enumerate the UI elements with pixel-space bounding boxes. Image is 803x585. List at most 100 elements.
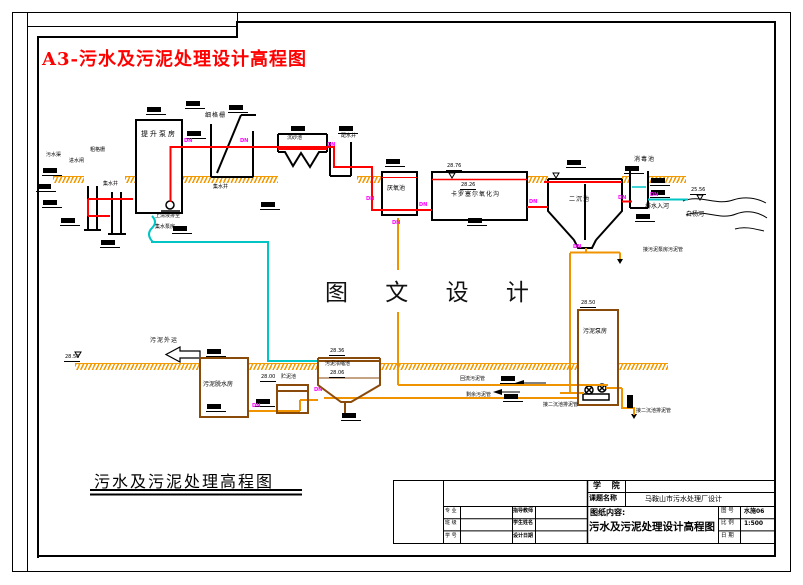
label-sludge-pump-house: 污泥泵房: [583, 328, 608, 335]
pipe-marker: DN: [650, 192, 659, 198]
pipe-marker: DN: [314, 387, 323, 393]
label-disinfection-tank: 消毒池: [634, 156, 656, 163]
elevation-marker: [341, 412, 361, 421]
elevation-text: 28.26: [460, 182, 477, 190]
supernatant-pipes-cyan: [148, 198, 688, 362]
elevation-marker: [627, 395, 633, 408]
ground-hatch-upper: [648, 176, 686, 183]
pipe-marker: DN: [252, 403, 261, 409]
elevation-marker: [172, 225, 192, 234]
section-heading: 污水及污泥处理高程图: [94, 472, 275, 491]
titleblock-content-label: 图纸内容:: [590, 508, 626, 517]
watermark-text: 图 文 设 计: [325, 280, 544, 306]
titleblock-scale-label: 比 例: [721, 520, 734, 526]
titleblock-figno-label: 图 号: [721, 508, 734, 514]
ground-hatch-upper: [527, 176, 548, 183]
pipe-marker: DN: [529, 199, 538, 205]
label-dist-well: 配水井: [341, 133, 357, 139]
label-haul-away: 污泥外运: [150, 337, 179, 344]
titleblock-col1-row2: 班 级: [445, 520, 457, 526]
label-grit-tank: 沉砂池: [287, 135, 303, 141]
elevation-text: 28.06: [329, 370, 346, 378]
elevation-text: 25.56: [690, 187, 707, 195]
elevation-marker: [206, 403, 226, 412]
label-supernatant-2: 集水泵房: [155, 224, 176, 230]
ground-hatch-upper: [357, 176, 382, 183]
elevation-marker: [650, 177, 670, 186]
label-secondary-clarifier: 二沉池: [569, 196, 591, 203]
elevation-marker: [100, 239, 120, 248]
pipe-marker: DN: [327, 142, 336, 148]
label-oxidation-ditch: 卡罗塞尔氧化沟: [451, 191, 501, 198]
title-block-grid: [393, 480, 775, 544]
ground-hatch-lower: [248, 363, 318, 370]
label-excess-sludge-pipe: 剩余污泥管: [466, 392, 492, 398]
titleblock-col2-row3: 设计日期: [513, 533, 534, 539]
titleblock-project-label: 课题名称: [589, 494, 617, 502]
elevation-marker: [467, 217, 487, 226]
pipe-marker: DN: [392, 220, 401, 226]
ground-hatch-upper: [53, 176, 84, 183]
elevation-marker: [228, 104, 248, 113]
titleblock-col2-row2: 学生姓名: [513, 520, 534, 526]
label-dewatering-house: 污泥脱水房: [203, 381, 234, 388]
label-inlet-gate: 进水闸: [69, 158, 85, 164]
sewage-pipes-red: [87, 146, 632, 217]
drawing-frame: [37, 21, 776, 558]
label-to-clarifier-pipe-1: 接二沉池排泥管: [543, 402, 579, 408]
elevation-marker: [186, 130, 206, 139]
ground-hatch-upper: [622, 176, 630, 183]
pipe-marker: DN: [184, 138, 193, 144]
elevation-text: 28.76: [446, 163, 463, 171]
elevation-marker: [260, 201, 280, 210]
river-waves: [682, 197, 768, 232]
elevation-marker: [60, 217, 80, 226]
ground-hatch-lower: [75, 363, 200, 370]
label-sewer-channel: 污水渠: [46, 152, 62, 158]
elevation-marker: [500, 375, 520, 384]
label-fine-screen: 细格栅: [205, 112, 227, 119]
ground-hatch-upper: [125, 176, 136, 183]
elevation-marker: [185, 100, 205, 109]
titleblock-content-value: 污水及污泥处理设计高程图: [589, 521, 715, 533]
elevation-marker: [635, 213, 655, 222]
ground-hatch-lower: [380, 363, 578, 370]
titleblock-project-value: 马鞍山市污水处理厂设计: [645, 495, 722, 503]
elevation-marker: [624, 165, 644, 174]
elevation-marker: [650, 189, 670, 198]
elevation-marker: [206, 348, 226, 357]
titleblock-school-label: 学 院: [593, 481, 624, 490]
haul-away-arrow: [164, 345, 201, 364]
elevation-marker: [42, 167, 62, 176]
titleblock-col2-row1: 指导教师: [513, 508, 534, 514]
elevation-text: 28.00: [260, 374, 277, 382]
elevation-marker: [566, 159, 586, 168]
label-collect-well-1: 集水井: [103, 181, 119, 187]
label-to-sludge-pump-pipe: 接污泥泵房污泥管: [643, 247, 684, 253]
sludge-tanks-brown: [199, 309, 619, 418]
label-anaerobic-tank: 厌氧池: [387, 185, 406, 192]
elevation-marker: [255, 398, 275, 407]
titleblock-scale-value: 1:500: [744, 520, 764, 527]
label-river: 白杨河: [686, 211, 705, 218]
label-storage-tank: 贮泥池: [281, 374, 297, 380]
elevation-marker: [36, 183, 56, 192]
label-lift-pump-house: 提升泵房: [141, 130, 177, 138]
label-outfall: 排水入河: [645, 203, 670, 210]
elevation-text: 28.50: [64, 354, 81, 362]
elevation-text: 28.36: [329, 348, 346, 356]
titleblock-figno-value: 水施06: [744, 508, 765, 515]
elevation-text: 28.50: [580, 300, 597, 308]
elevation-marker: [338, 125, 358, 134]
sludge-pipes-orange: [248, 218, 635, 415]
label-to-clarifier-pipe-2: 接二沉池排泥管: [636, 408, 672, 414]
elevation-marker: [503, 393, 523, 402]
titleblock-date-label: 日 期: [721, 533, 734, 539]
elevation-marker: [290, 125, 310, 134]
pipe-marker: DN: [366, 196, 375, 202]
pipe-marker: DN: [618, 195, 627, 201]
elevation-marker: [42, 199, 62, 208]
titleblock-col1-row3: 学 号: [445, 533, 457, 539]
